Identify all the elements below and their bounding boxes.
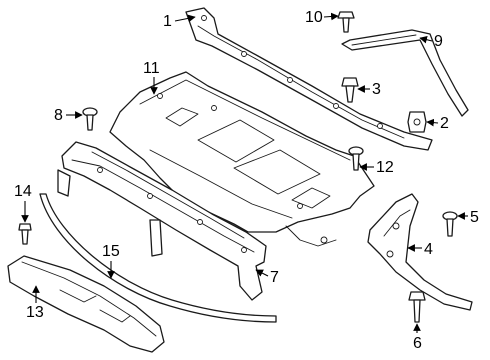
- part-1-upper-support-bar: [185, 7, 433, 151]
- callout-9: 9: [419, 33, 443, 50]
- callout-label-6: 6: [413, 335, 422, 352]
- part-2-nut: [407, 111, 427, 133]
- callout-10: 10: [305, 9, 339, 26]
- callout-label-1: 1: [163, 13, 172, 30]
- part-7-lower-crossmember: [57, 141, 267, 301]
- callout-1: 1: [163, 13, 196, 30]
- part-5-screw: [442, 211, 458, 237]
- callout-11: 11: [143, 60, 160, 95]
- callout-14: 14: [14, 183, 32, 223]
- callout-label-11: 11: [143, 60, 160, 77]
- part-8-screw: [82, 107, 98, 131]
- callout-8: 8: [54, 107, 83, 124]
- callout-label-3: 3: [372, 81, 381, 98]
- callout-label-4: 4: [424, 241, 433, 258]
- callout-label-8: 8: [54, 107, 63, 124]
- part-13-lower-deflector: [7, 255, 165, 353]
- callout-label-7: 7: [270, 269, 279, 286]
- callout-label-9: 9: [434, 33, 443, 50]
- callout-label-12: 12: [376, 159, 394, 176]
- part-10-bolt: [337, 11, 355, 33]
- callout-label-13: 13: [26, 304, 44, 321]
- callout-5: 5: [457, 209, 479, 226]
- callout-12: 12: [359, 159, 394, 176]
- callout-label-15: 15: [102, 243, 120, 260]
- callout-label-14: 14: [14, 183, 32, 200]
- part-6-bolt: [408, 291, 426, 323]
- callout-13: 13: [26, 285, 44, 321]
- part-9-support-rod: [341, 29, 469, 117]
- callout-6: 6: [413, 323, 422, 352]
- callout-15: 15: [102, 243, 120, 279]
- callout-4: 4: [407, 241, 433, 258]
- part-3-bolt: [341, 77, 359, 103]
- part-4-side-bracket: [367, 193, 473, 311]
- callout-7: 7: [255, 269, 279, 286]
- callout-3: 3: [357, 81, 381, 98]
- callout-2: 2: [426, 115, 449, 132]
- callout-label-5: 5: [470, 209, 479, 226]
- callout-label-2: 2: [440, 115, 449, 132]
- part-14-push-clip: [18, 223, 32, 245]
- part-12-screw: [348, 146, 364, 171]
- callout-label-10: 10: [305, 9, 323, 26]
